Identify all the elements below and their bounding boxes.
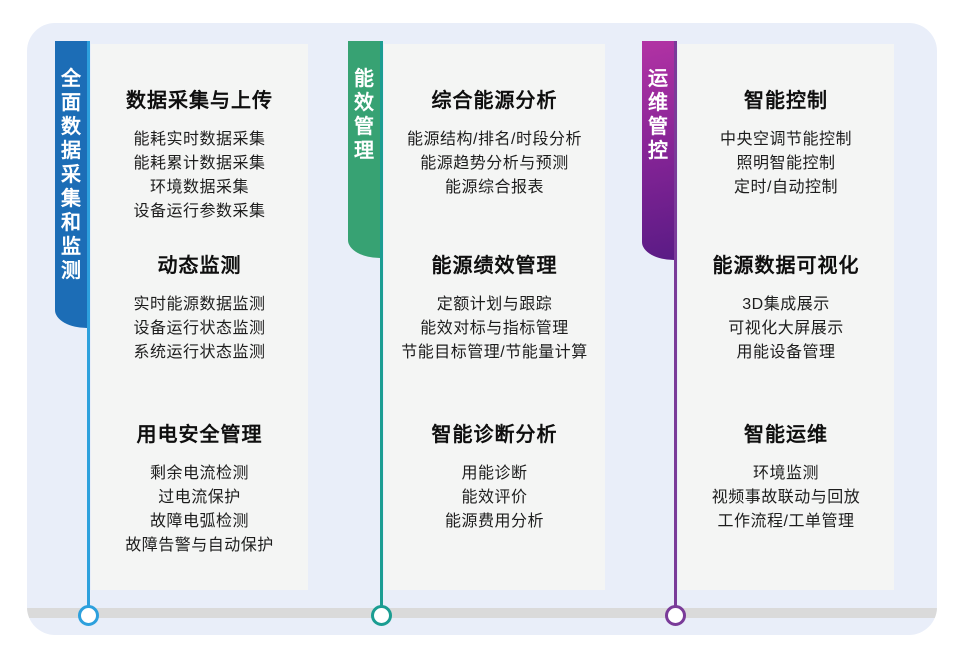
section-title: 智能控制: [744, 90, 828, 112]
card-section: 数据采集与上传 能耗实时数据采集 能耗累计数据采集 环境数据采集 设备运行参数采…: [91, 44, 308, 255]
timeline-baseline: [27, 608, 937, 618]
feature-item: 设备运行状态监测: [133, 320, 266, 337]
feature-card: 智能控制 中央空调节能控制 照明智能控制 定时/自动控制 能源数据可视化 3D集…: [678, 44, 894, 590]
feature-item: 节能目标管理/节能量计算: [401, 344, 588, 361]
feature-item: 工作流程/工单管理: [717, 513, 855, 530]
ribbon-data-collection: 全面数据采集和监测: [55, 41, 87, 328]
feature-item: 能源综合报表: [444, 179, 544, 196]
timeline-dot-blue: [78, 605, 99, 626]
feature-item: 故障电弧检测: [149, 513, 249, 530]
feature-item: 能效对标与指标管理: [420, 320, 569, 337]
timeline-dot-green: [371, 605, 392, 626]
ribbon-label: 运维管控: [648, 68, 668, 162]
card-section: 智能诊断分析 用能诊断 能效评价 能源费用分析: [384, 424, 605, 590]
card-section: 综合能源分析 能源结构/排名/时段分析 能源趋势分析与预测 能源综合报表: [384, 44, 605, 255]
feature-item: 能效评价: [461, 489, 528, 506]
feature-item: 能源结构/排名/时段分析: [407, 131, 582, 148]
feature-card: 综合能源分析 能源结构/排名/时段分析 能源趋势分析与预测 能源综合报表 能源绩…: [384, 44, 605, 590]
feature-item: 环境数据采集: [149, 179, 249, 196]
feature-item: 能源趋势分析与预测: [420, 155, 569, 172]
card-section: 能源绩效管理 定额计划与跟踪 能效对标与指标管理 节能目标管理/节能量计算: [384, 255, 605, 424]
feature-item: 故障告警与自动保护: [125, 537, 274, 554]
feature-item: 用能诊断: [461, 465, 528, 482]
feature-item: 照明智能控制: [736, 155, 836, 172]
section-title: 用电安全管理: [136, 424, 263, 446]
feature-item: 能源费用分析: [444, 513, 544, 530]
feature-item: 实时能源数据监测: [133, 296, 266, 313]
card-section: 用电安全管理 剩余电流检测 过电流保护 故障电弧检测 故障告警与自动保护: [91, 424, 308, 590]
feature-card: 数据采集与上传 能耗实时数据采集 能耗累计数据采集 环境数据采集 设备运行参数采…: [91, 44, 308, 590]
feature-item-list: 能耗实时数据采集 能耗累计数据采集 环境数据采集 设备运行参数采集: [91, 128, 308, 224]
feature-item: 剩余电流检测: [149, 465, 249, 482]
feature-item-list: 实时能源数据监测 设备运行状态监测 系统运行状态监测: [91, 293, 308, 365]
section-title: 数据采集与上传: [126, 90, 273, 112]
feature-item: 定额计划与跟踪: [436, 296, 553, 313]
feature-item-list: 环境监测 视频事故联动与回放 工作流程/工单管理: [678, 462, 894, 534]
feature-item: 可视化大屏展示: [728, 320, 844, 337]
feature-item: 定时/自动控制: [734, 179, 838, 196]
feature-item-list: 定额计划与跟踪 能效对标与指标管理 节能目标管理/节能量计算: [384, 293, 605, 365]
feature-item: 视频事故联动与回放: [711, 489, 861, 506]
ribbon-label: 全面数据采集和监测: [61, 68, 81, 282]
feature-item: 用能设备管理: [736, 344, 836, 361]
feature-item: 过电流保护: [158, 489, 241, 506]
section-title: 智能诊断分析: [431, 424, 558, 446]
feature-item-list: 3D集成展示 可视化大屏展示 用能设备管理: [678, 293, 894, 365]
card-section: 能源数据可视化 3D集成展示 可视化大屏展示 用能设备管理: [678, 255, 894, 424]
card-section: 智能控制 中央空调节能控制 照明智能控制 定时/自动控制: [678, 44, 894, 255]
section-title: 动态监测: [157, 255, 242, 277]
ribbon-operations: 运维管控: [642, 41, 674, 260]
section-title: 能源绩效管理: [431, 255, 558, 277]
section-title: 智能运维: [744, 424, 828, 446]
feature-item-list: 用能诊断 能效评价 能源费用分析: [384, 462, 605, 534]
ribbon-label: 能效管理: [354, 68, 374, 162]
feature-item-list: 剩余电流检测 过电流保护 故障电弧检测 故障告警与自动保护: [91, 462, 308, 558]
feature-item: 能耗实时数据采集: [133, 131, 266, 148]
feature-item: 中央空调节能控制: [719, 131, 852, 148]
feature-item: 环境监测: [752, 465, 819, 482]
card-section: 智能运维 环境监测 视频事故联动与回放 工作流程/工单管理: [678, 424, 894, 590]
timeline-line-green: [380, 41, 383, 606]
feature-item-list: 中央空调节能控制 照明智能控制 定时/自动控制: [678, 128, 894, 200]
feature-item-list: 能源结构/排名/时段分析 能源趋势分析与预测 能源综合报表: [384, 128, 605, 200]
timeline-dot-purple: [665, 605, 686, 626]
section-title: 能源数据可视化: [712, 255, 860, 277]
ribbon-energy-efficiency: 能效管理: [348, 41, 380, 258]
feature-item: 系统运行状态监测: [133, 344, 266, 361]
feature-item: 3D集成展示: [742, 296, 830, 313]
section-title: 综合能源分析: [431, 90, 558, 112]
timeline-line-blue: [87, 41, 90, 606]
feature-item: 能耗累计数据采集: [133, 155, 266, 172]
timeline-line-purple: [674, 41, 677, 606]
card-section: 动态监测 实时能源数据监测 设备运行状态监测 系统运行状态监测: [91, 255, 308, 424]
feature-item: 设备运行参数采集: [133, 203, 266, 220]
